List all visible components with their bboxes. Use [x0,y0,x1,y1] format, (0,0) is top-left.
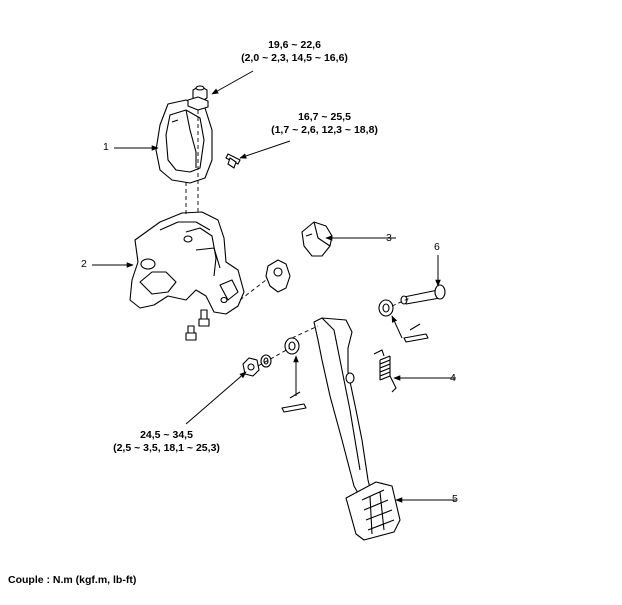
callout-6: 6 [434,241,440,253]
lower-bolts [185,309,210,341]
bracket-bolt [225,153,241,169]
torque-units: (1,7 ~ 2,6, 12,3 ~ 18,8) [271,124,378,136]
pivot-bolt [400,284,446,305]
stop-lamp-switch [301,221,333,257]
main-bracket [129,211,245,315]
callout-3: 3 [386,232,392,244]
torque-label-top: 19,6 ~ 22,6 (2,0 ~ 2,3, 14,5 ~ 16,6) [232,39,357,65]
callout-2: 2 [81,258,87,270]
torque-label-middle: 16,7 ~ 25,5 (1,7 ~ 2,6, 12,3 ~ 18,8) [262,111,387,137]
torque-value: 16,7 ~ 25,5 [298,111,351,123]
switch-bracket [265,259,291,293]
callout-4: 4 [450,372,456,384]
top-nut [187,85,209,111]
grease-gun-1 [403,323,429,343]
upper-bracket [155,99,213,184]
pedal-nut [242,354,272,377]
units-caption: Couple : N.m (kgf.m, lb-ft) [8,574,137,586]
torque-units: (2,5 ~ 3,5, 18,1 ~ 25,3) [113,442,220,454]
bushing-right [378,299,394,317]
callout-1: 1 [103,141,109,153]
torque-label-bottom: 24,5 ~ 34,5 (2,5 ~ 3,5, 18,1 ~ 25,3) [104,429,229,455]
return-spring [373,349,397,393]
torque-value: 19,6 ~ 22,6 [268,39,321,51]
torque-units: (2,0 ~ 2,3, 14,5 ~ 16,6) [241,52,348,64]
bushing-left [284,337,300,355]
pedal-arm [313,317,401,541]
torque-value: 24,5 ~ 34,5 [140,429,193,441]
grease-gun-2 [281,391,307,413]
callout-5: 5 [452,493,458,505]
